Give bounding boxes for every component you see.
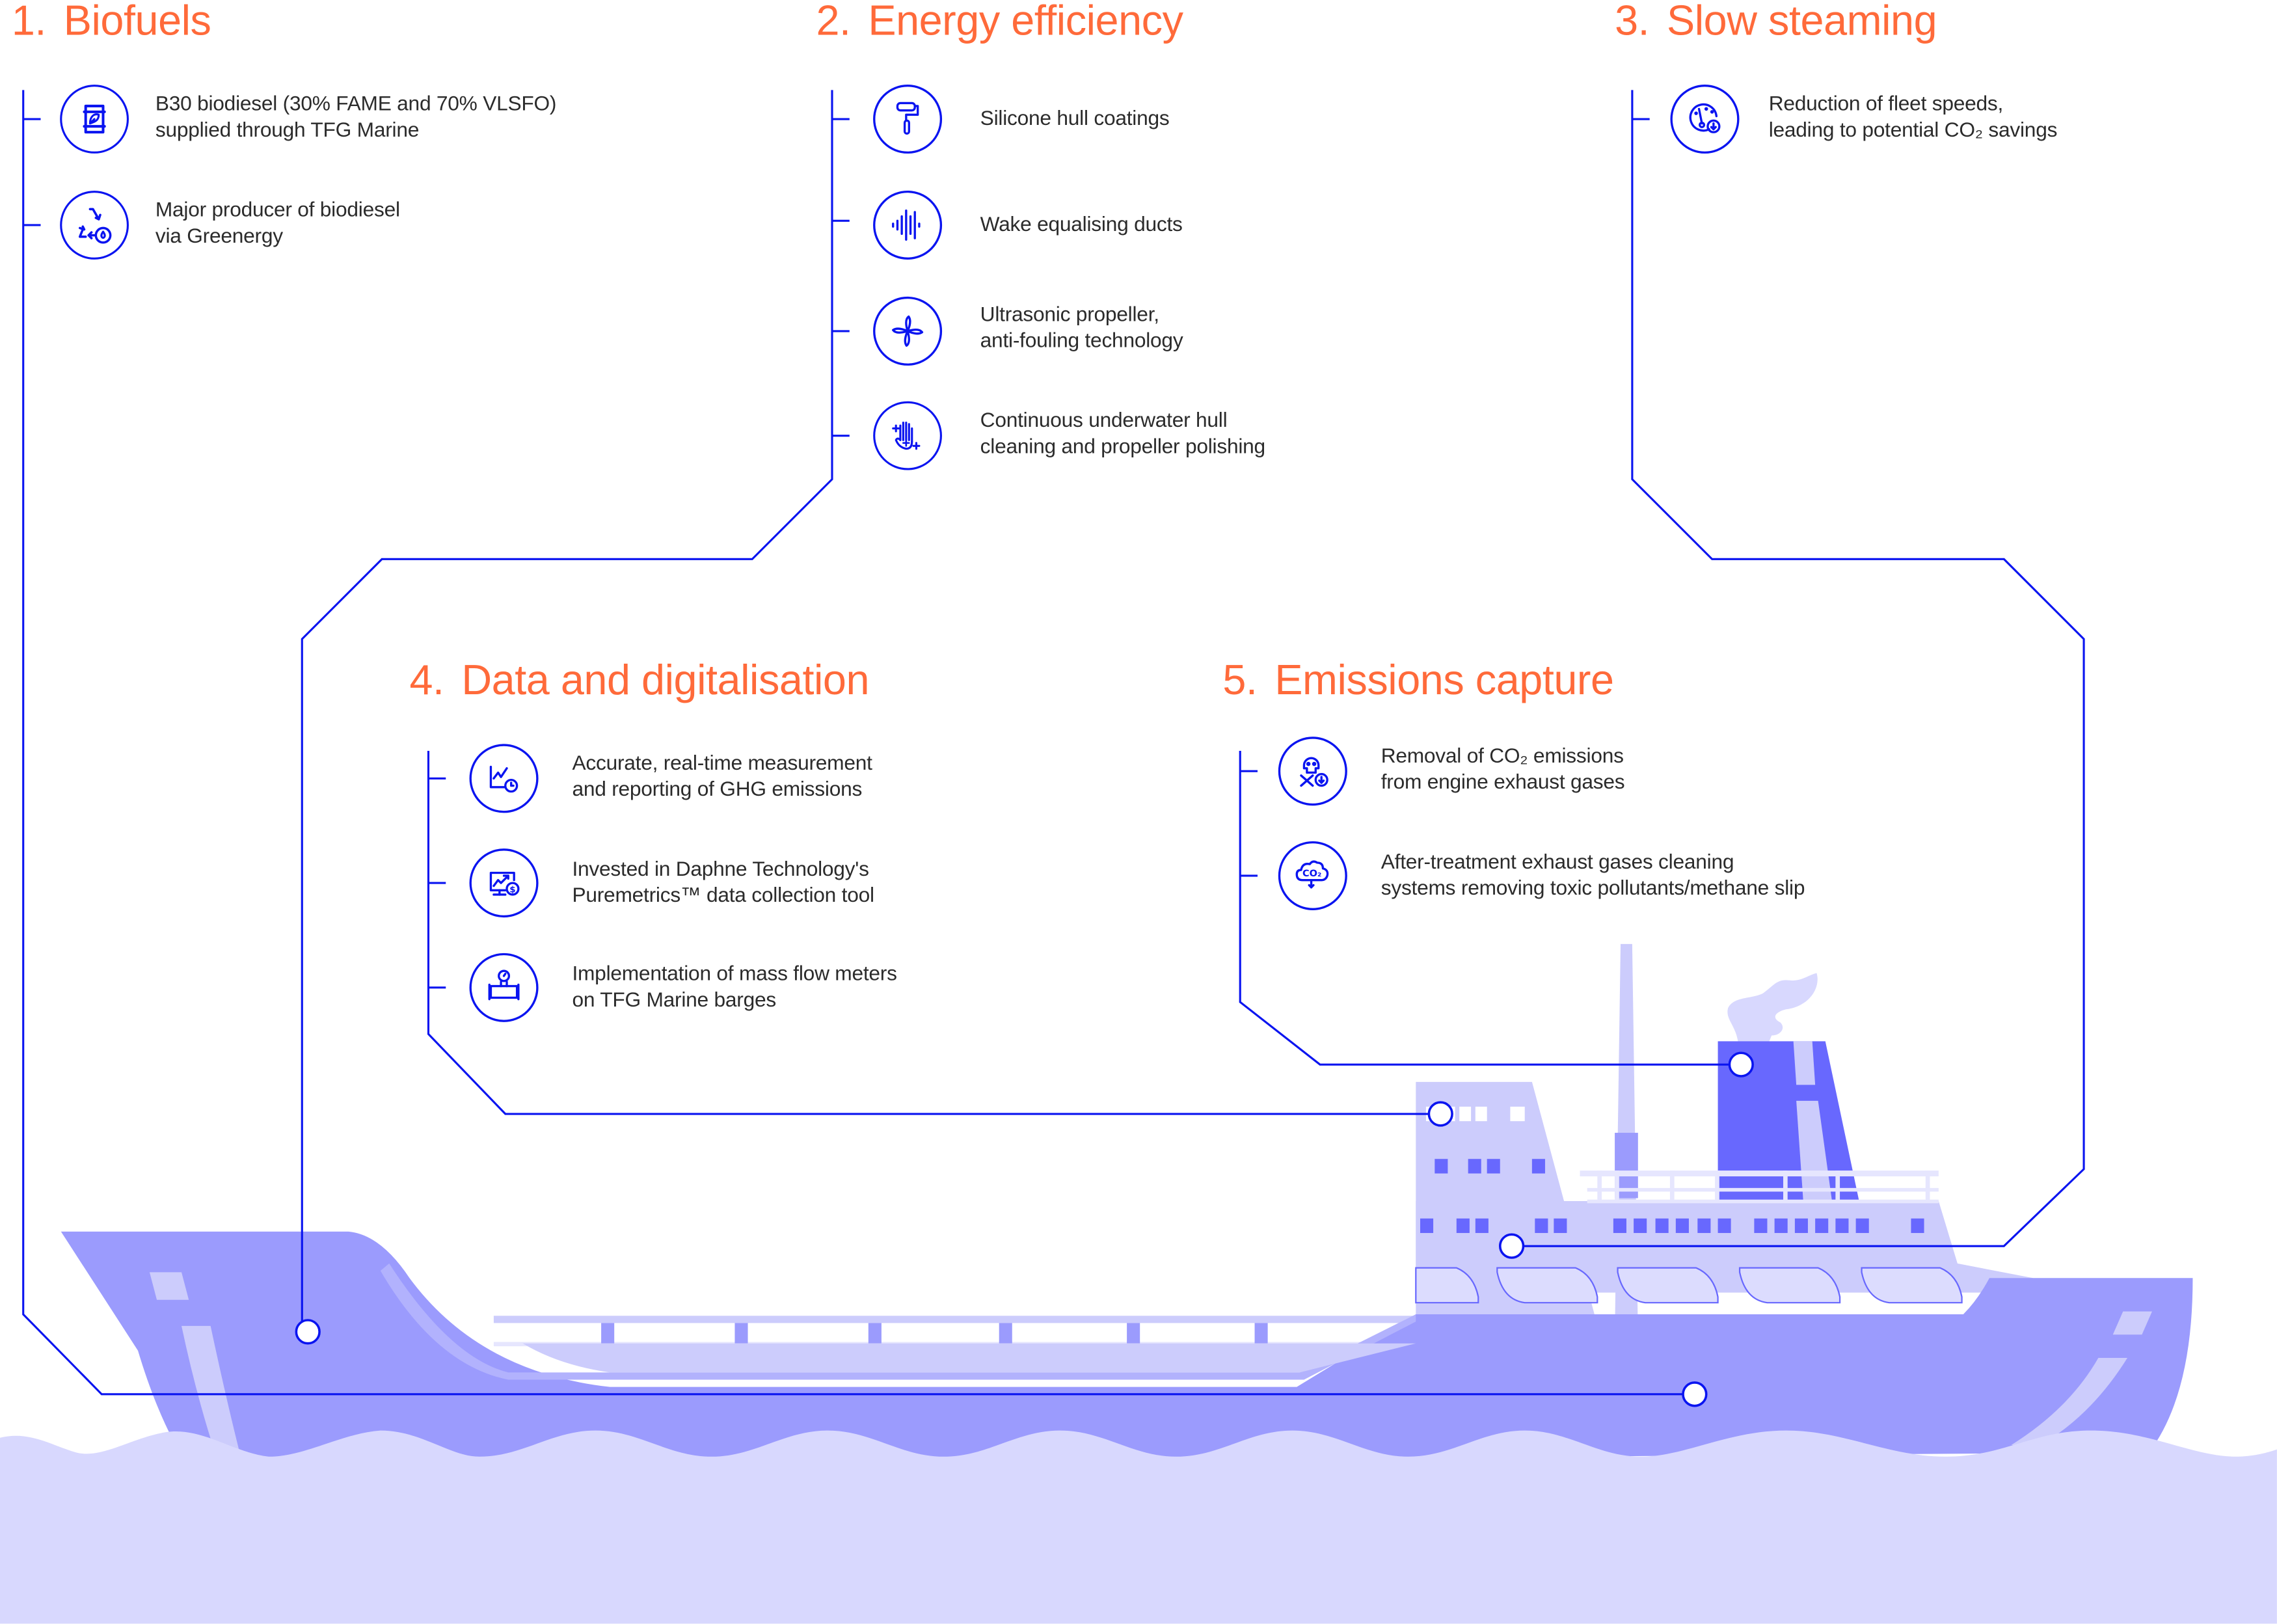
item-line: Wake equalising ducts	[980, 213, 1183, 237]
flow-meter-icon	[469, 953, 539, 1022]
item-silicone-hull: Silicone hull coatings	[980, 106, 1170, 132]
item-co2-removal: Removal of CO₂ emissions from engine exh…	[1381, 744, 1625, 796]
item-line: systems removing toxic pollutants/methan…	[1381, 877, 1805, 900]
svg-text:$: $	[509, 886, 515, 895]
chart-clock-icon	[469, 744, 539, 813]
section-title-energy-efficiency: 2. Energy efficiency	[816, 1, 1183, 44]
item-line: via Greenergy	[155, 224, 283, 249]
connector-energy-efficiency	[301, 90, 833, 1322]
item-mass-flow-meters: Implementation of mass flow meters on TF…	[572, 962, 897, 1014]
item-line: B30 biodiesel (30% FAME and 70% VLSFO)	[155, 92, 557, 116]
item-line: Removal of CO₂ emissions	[1381, 745, 1624, 768]
lower-windows	[1415, 1267, 1963, 1304]
item-fleet-speeds: Reduction of fleet speeds, leading to po…	[1769, 92, 2058, 144]
item-line: supplied through TFG Marine	[155, 119, 420, 142]
cleaning-hand-icon	[872, 401, 942, 470]
co2-cloud-icon: CO₂	[1278, 841, 1347, 910]
funnel-smoke	[1727, 973, 1818, 1043]
section-title-emissions-capture: 5. Emissions capture	[1222, 658, 1614, 705]
item-ultrasonic-propeller: Ultrasonic propeller, anti-fouling techn…	[980, 302, 1183, 354]
section-heading: Biofuels	[63, 0, 211, 46]
ship-hull	[61, 1231, 2193, 1467]
item-line: cleaning and propeller polishing	[980, 435, 1266, 459]
marker-data-digitalisation[interactable]	[1427, 1101, 1453, 1127]
item-biofuels-b30: B30 biodiesel (30% FAME and 70% VLSFO) s…	[155, 92, 557, 144]
recycle-droplet-icon	[60, 190, 129, 260]
connector-biofuels	[22, 90, 1685, 1396]
section-title-slow-steaming: 3. Slow steaming	[1615, 1, 1937, 44]
svg-text:CO₂: CO₂	[1302, 869, 1321, 879]
item-after-treatment: After-treatment exhaust gases cleaning s…	[1381, 850, 1805, 902]
item-line: Invested in Daphne Technology's	[572, 858, 869, 882]
funnel-stripe-top	[1793, 1041, 1816, 1085]
item-line: Implementation of mass flow meters	[572, 962, 897, 986]
stern-stripe-1	[149, 1272, 189, 1300]
section-number: 1.	[11, 0, 47, 46]
water	[0, 1430, 2277, 1624]
section-title-data-digitalisation: 4. Data and digitalisation	[409, 658, 870, 705]
item-line: Puremetrics™ data collection tool	[572, 884, 874, 908]
item-line: anti-fouling technology	[980, 329, 1183, 353]
item-line: leading to potential CO₂ savings	[1768, 119, 2058, 142]
cargo-hold-inner	[522, 1343, 1416, 1373]
item-line: Continuous underwater hull	[980, 409, 1228, 433]
item-daphne-puremetrics: Invested in Daphne Technology's Puremetr…	[572, 857, 874, 909]
speedometer-down-icon	[1670, 84, 1740, 154]
marker-energy-efficiency[interactable]	[295, 1319, 321, 1345]
stern-stripe-2	[182, 1325, 240, 1453]
section-number: 3.	[1615, 0, 1650, 46]
section-title-biofuels: 1. Biofuels	[12, 1, 211, 44]
connector-data-digitalisation	[427, 750, 1431, 1115]
section-heading: Energy efficiency	[868, 0, 1183, 46]
paint-roller-icon	[872, 84, 943, 154]
marker-slow-steaming[interactable]	[1498, 1233, 1525, 1259]
item-line: Silicone hull coatings	[980, 107, 1170, 131]
item-line: and reporting of GHG emissions	[572, 778, 863, 802]
item-line: Ultrasonic propeller,	[980, 303, 1159, 327]
item-line: Reduction of fleet speeds,	[1768, 92, 2004, 116]
item-hull-cleaning: Continuous underwater hull cleaning and …	[980, 408, 1266, 460]
propeller-icon	[872, 296, 943, 366]
bridge-windows-middle	[1435, 1159, 1545, 1174]
section-heading: Slow steaming	[1666, 0, 1937, 46]
section-heading: Emissions capture	[1274, 658, 1614, 705]
biofuel-barrel-icon	[60, 84, 129, 154]
section-heading: Data and digitalisation	[461, 658, 870, 705]
item-line: from engine exhaust gases	[1381, 771, 1625, 794]
deckhouse-windows	[1420, 1218, 1924, 1234]
marker-emissions-capture[interactable]	[1728, 1051, 1754, 1077]
item-ghg-measurement: Accurate, real-time measurement and repo…	[572, 751, 872, 803]
item-biofuels-greenergy: Major producer of biodiesel via Greenerg…	[155, 198, 400, 250]
item-line: on TFG Marine barges	[572, 989, 776, 1012]
monitor-dollar-icon: $	[469, 848, 539, 918]
bow-stripe-2	[2011, 1358, 2128, 1445]
section-number: 4.	[409, 658, 444, 705]
section-number: 2.	[816, 0, 851, 46]
bow-stripe-1	[2112, 1311, 2152, 1335]
deck-railing	[1580, 1171, 1939, 1204]
item-wake-ducts: Wake equalising ducts	[980, 212, 1183, 238]
funnel-stripe-bottom	[1796, 1100, 1833, 1206]
item-line: After-treatment exhaust gases cleaning	[1381, 851, 1734, 874]
item-line: Major producer of biodiesel	[155, 198, 400, 223]
connector-slow-steaming	[1522, 90, 2085, 1247]
sound-wave-icon	[872, 190, 943, 260]
toxic-removal-icon	[1278, 737, 1347, 806]
section-number: 5.	[1222, 658, 1258, 705]
marker-biofuels[interactable]	[1682, 1381, 1708, 1407]
item-line: Accurate, real-time measurement	[572, 752, 872, 776]
